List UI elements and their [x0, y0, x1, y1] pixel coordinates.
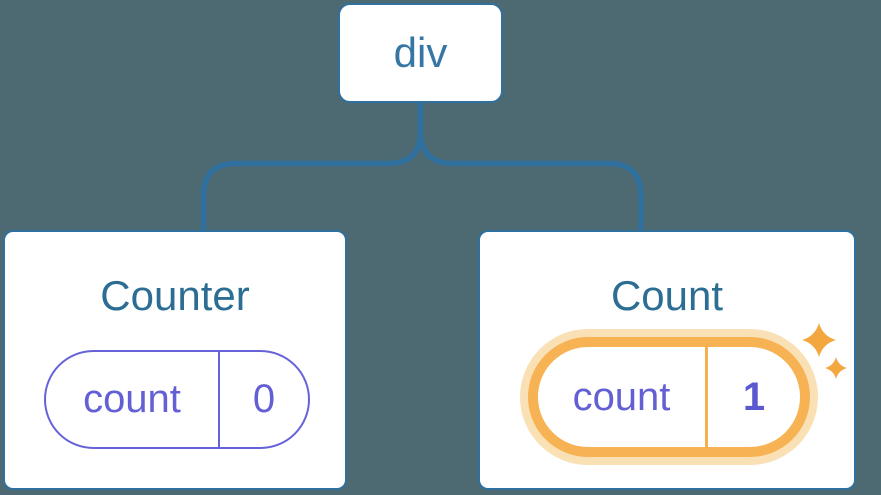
state-pill-count-highlighted: count 1 — [528, 337, 810, 457]
state-pill-divider — [705, 347, 708, 447]
root-node-label: div — [393, 29, 448, 76]
sparkle-large — [802, 323, 836, 357]
component-card-counter: Counter count 0 — [3, 230, 347, 490]
tree-node-div: div — [338, 3, 503, 103]
connector-right-branch — [417, 100, 644, 231]
state-key-label: count — [83, 377, 181, 421]
connector-left-branch — [200, 100, 424, 231]
sparkle-small — [825, 357, 847, 379]
state-pill-counter: count 0 — [44, 350, 310, 449]
state-key-label: count — [572, 374, 671, 419]
component-card-count: Count count 1 — [478, 230, 856, 490]
component-title-count: Count — [610, 272, 724, 319]
component-title-counter: Counter — [100, 272, 250, 319]
state-value: 0 — [252, 377, 276, 421]
state-pill-divider — [218, 352, 220, 447]
sparkle-icon — [802, 323, 847, 379]
state-value: 1 — [742, 374, 766, 419]
